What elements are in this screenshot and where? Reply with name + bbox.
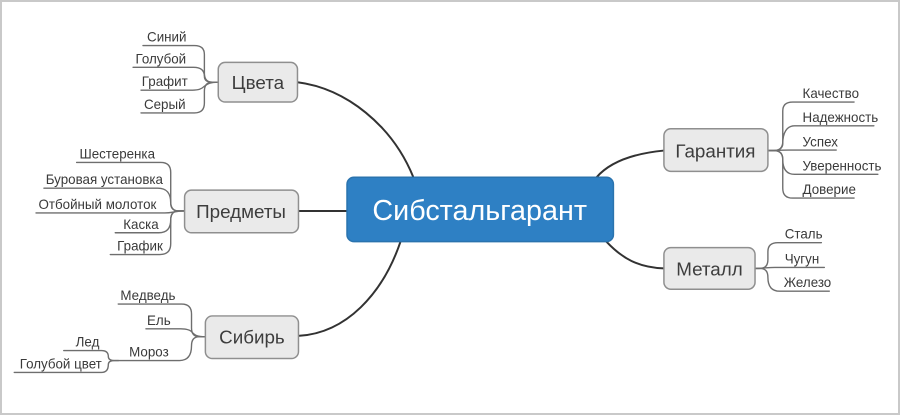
leaf-kachestvo[interactable]: Качество [803, 86, 859, 101]
connector-el [145, 328, 207, 338]
leaf-seryy[interactable]: Серый [144, 97, 186, 112]
leaf-otboynyy-molotok[interactable]: Отбойный молоток [39, 197, 157, 212]
root-node-box [346, 176, 615, 243]
connector-burovaya-ustanovka [43, 187, 186, 212]
node-predmety-box [183, 189, 300, 234]
branch-curve-garantiya [595, 149, 665, 179]
connector-chugun [754, 266, 826, 270]
connector-medved [117, 303, 207, 338]
leaf-chugun[interactable]: Чугун [785, 251, 820, 266]
connector-zhelezo [754, 267, 831, 292]
leaf-goluboy-cvet[interactable]: Голубой цвет [20, 356, 102, 371]
node-sibir[interactable]: Сибирь [204, 315, 300, 360]
leaf-uverennost[interactable]: Уверенность [803, 158, 882, 173]
leaf-stal[interactable]: Сталь [785, 227, 823, 242]
leaf-grafit[interactable]: Графит [142, 74, 188, 89]
root-node-label: Сибстальгарант [372, 195, 587, 227]
connector-goluboy-cvet [13, 359, 119, 374]
branch-curve-sibir [298, 240, 402, 337]
branch-curves [296, 81, 665, 337]
leaf-zhelezo[interactable]: Железо [784, 275, 831, 290]
leaf-uspekh[interactable]: Успех [803, 135, 839, 150]
node-sibir-box [204, 315, 300, 360]
leaf-grafik[interactable]: График [117, 239, 163, 254]
leaf-moroz[interactable]: Мороз [129, 345, 169, 360]
child-connectors [13, 44, 879, 374]
node-predmety[interactable]: Предметы [183, 189, 300, 234]
connector-grafik [109, 210, 186, 256]
leaf-medved[interactable]: Медведь [120, 288, 175, 303]
leaf-siniy[interactable]: Синий [147, 30, 186, 45]
node-cveta-box [217, 61, 299, 103]
node-predmety-label: Предметы [196, 201, 286, 222]
leaf-labels: Синий Голубой Графит Серый Шестеренка Бу… [20, 30, 882, 372]
node-cveta[interactable]: Цвета [217, 61, 299, 103]
node-cveta-label: Цвета [232, 72, 285, 93]
leaf-led[interactable]: Лед [76, 335, 100, 350]
node-sibir-label: Сибирь [219, 327, 285, 348]
node-metall-box [663, 246, 756, 290]
node-metall[interactable]: Металл [663, 246, 756, 290]
leaf-goluboy[interactable]: Голубой [135, 51, 186, 66]
leaf-shesterenka[interactable]: Шестеренка [79, 146, 155, 161]
branch-curve-metall [605, 240, 665, 270]
root-node[interactable]: Сибстальгарант [346, 176, 615, 243]
node-garantiya[interactable]: Гарантия [663, 128, 769, 173]
connector-goluboy [132, 66, 219, 83]
connector-moroz [117, 336, 207, 362]
connector-seryy [140, 81, 219, 114]
leaf-burovaya-ustanovka[interactable]: Буровая установка [46, 172, 164, 187]
leaf-nadezhnost[interactable]: Надежность [803, 110, 879, 125]
leaf-doverie[interactable]: Доверие [803, 182, 856, 197]
branch-curve-cveta [296, 81, 415, 179]
node-metall-label: Металл [676, 258, 743, 279]
node-garantiya-box [663, 128, 769, 173]
leaf-kaska[interactable]: Каска [123, 217, 159, 232]
connector-doverie [767, 149, 855, 199]
node-garantiya-label: Гарантия [675, 140, 755, 161]
leaf-el[interactable]: Ель [147, 313, 171, 328]
